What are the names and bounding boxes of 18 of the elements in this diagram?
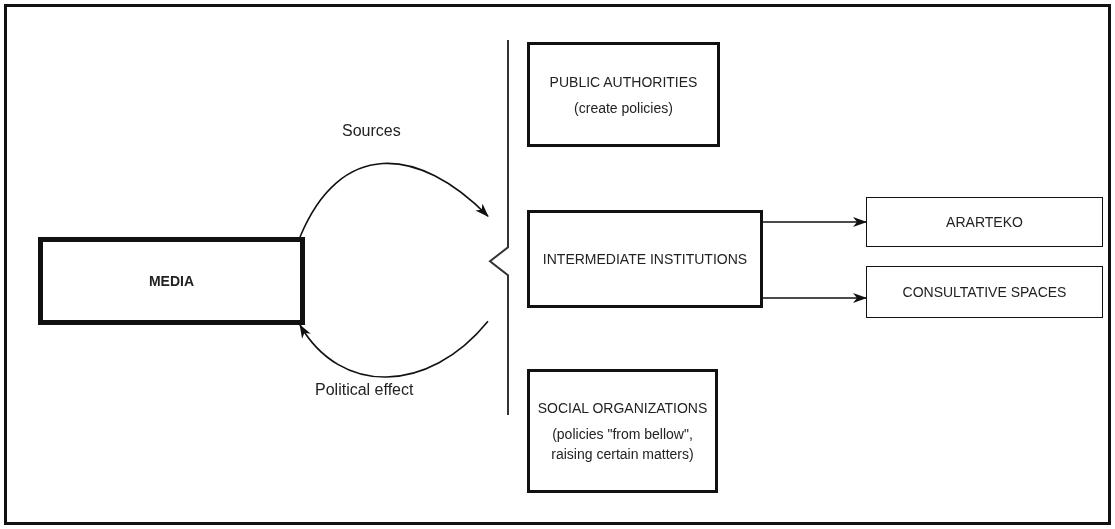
box-title: ARARTEKO: [946, 213, 1023, 232]
arrow: [762, 293, 867, 303]
box-note: (create policies): [574, 98, 673, 118]
box-title: PUBLIC AUTHORITIES: [549, 72, 698, 92]
box-title: MEDIA: [148, 272, 195, 291]
process-box: [38, 237, 305, 325]
process-box: [527, 210, 763, 308]
process-box: [527, 42, 720, 147]
process-box: [866, 266, 1103, 318]
box-title: CONSULTATIVE SPACES: [902, 283, 1067, 302]
box-title: INTERMEDIATE INSTITUTIONS: [542, 250, 748, 269]
box-note: (policies "from bellow", raising certain matters): [550, 425, 695, 464]
process-box: [527, 369, 718, 493]
box-title: SOCIAL ORGANIZATIONS: [537, 399, 708, 418]
process-box: [866, 197, 1103, 247]
curved-arrow: [299, 320, 489, 378]
curved-arrow: [299, 162, 489, 238]
arrow: [762, 217, 867, 227]
